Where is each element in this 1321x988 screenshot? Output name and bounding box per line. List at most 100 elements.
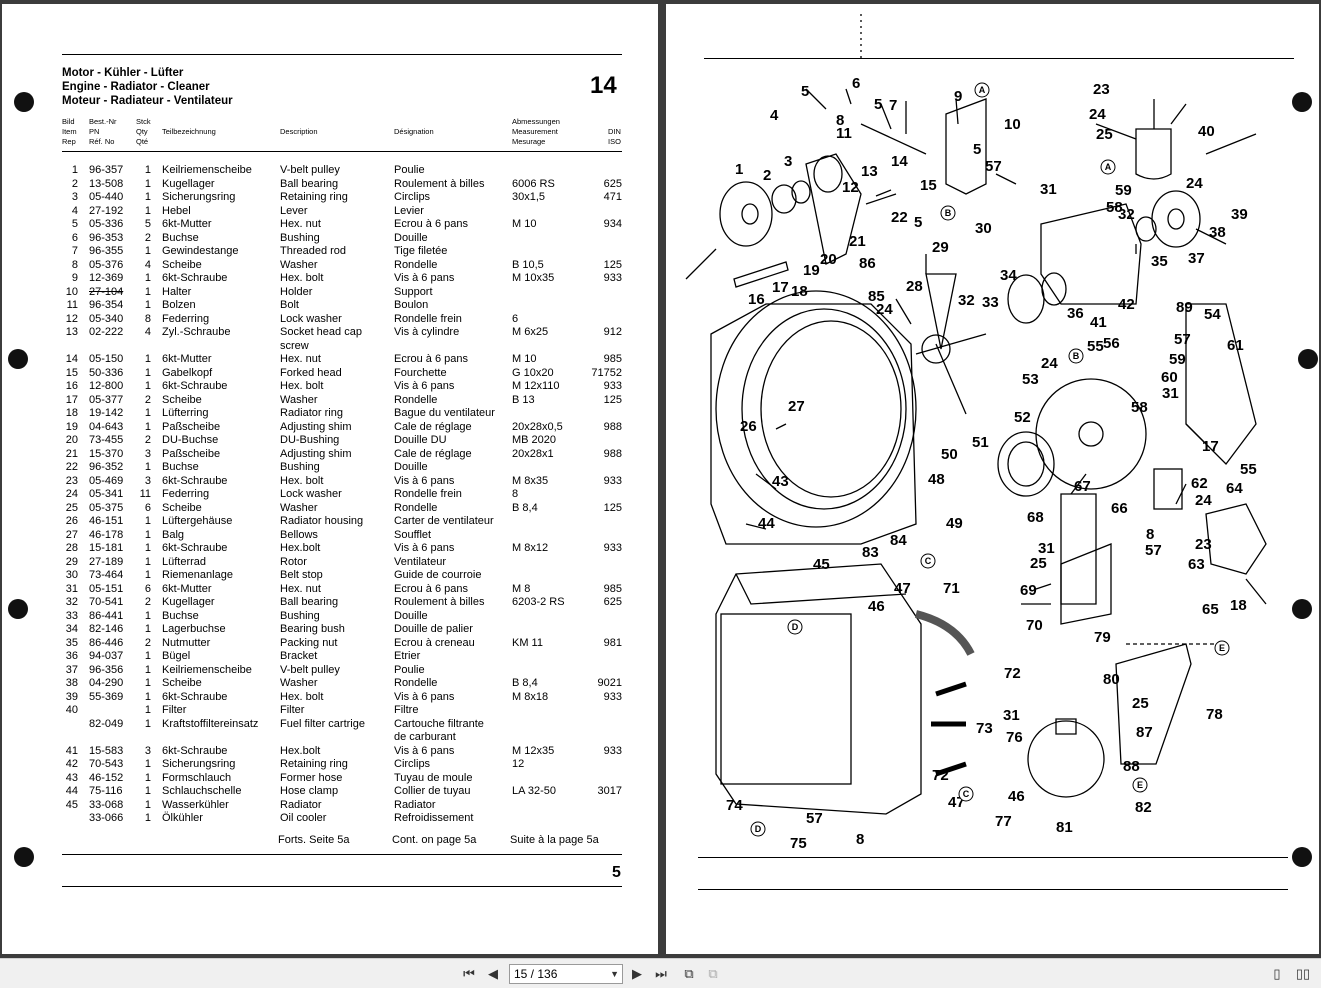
svg-text:E: E (1219, 643, 1225, 653)
cell-din: 625 (603, 596, 622, 608)
cell-en: Radiator housing (280, 515, 364, 527)
cell-fr: Support (394, 285, 433, 298)
svg-text:5: 5 (874, 96, 882, 113)
first-page-icon[interactable]: ⏮ (463, 966, 475, 981)
svg-text:28: 28 (906, 278, 923, 295)
cell-dim: M 6x25 (512, 326, 549, 338)
cell-de: Keilriemenscheibe (162, 663, 252, 676)
svg-text:77: 77 (995, 813, 1012, 830)
go-forward-icon[interactable]: ⧉ (708, 966, 718, 981)
cell-bild: 15 (65, 366, 78, 379)
cell-pn: 46-152 (89, 771, 124, 784)
svg-text:19: 19 (803, 262, 820, 279)
next-page-icon[interactable]: ▶ (632, 966, 642, 981)
svg-text:63: 63 (1188, 556, 1205, 573)
svg-text:67: 67 (1074, 478, 1091, 495)
cell-bild: 43 (65, 771, 78, 784)
punch-hole (1292, 847, 1312, 867)
cell-dim: M 12x35 (512, 744, 555, 757)
chevron-down-icon[interactable]: ▼ (610, 969, 619, 979)
v-belt-pulley-2 (1151, 190, 1201, 248)
svg-text:71: 71 (943, 580, 960, 597)
cell-en: Bolt (280, 299, 299, 311)
single-page-view-icon[interactable]: ▯ (1273, 966, 1281, 981)
radiator-core (720, 613, 852, 785)
cell-en: V-belt pulley (280, 663, 340, 676)
cell-fr: Vis à 6 pans (394, 380, 455, 392)
svg-text:23: 23 (1195, 536, 1212, 553)
cell-bild: 9 (71, 272, 78, 284)
cell-de: Keilriemenscheibe (162, 164, 252, 176)
svg-text:41: 41 (1090, 314, 1107, 331)
document-viewer[interactable]: Motor - Kühler - Lüfter Engine - Radiato… (0, 0, 1321, 958)
cell-pn: 82-049 (89, 717, 124, 730)
cell-dim: B 13 (512, 393, 535, 406)
title-de: Motor - Kühler - Lüfter (62, 67, 184, 79)
svg-text:72: 72 (932, 767, 949, 784)
svg-text:69: 69 (1020, 582, 1037, 599)
cell-din: 125 (603, 501, 622, 514)
cell-din: 625 (603, 177, 622, 190)
cell-de: Sicherungsring (162, 191, 236, 203)
cell-en: Rotor (280, 555, 307, 568)
cell-de: Scheibe (162, 677, 202, 689)
cell-de: Scheibe (162, 393, 202, 406)
svg-text:61: 61 (1227, 337, 1244, 354)
radiator (715, 563, 922, 815)
cell-fr: Vis à cylindre (394, 326, 460, 338)
cell-pn: 05-375 (89, 501, 124, 514)
cell-bild: 22 (65, 461, 78, 473)
cell-fr: Ecrou à creneau (394, 636, 475, 649)
cell-en: Bracket (280, 650, 318, 662)
cell-de: Gabelkopf (162, 366, 213, 379)
cell-pn: 04-290 (89, 677, 124, 689)
cell-qty: 11 (139, 488, 151, 500)
cell-fr: Douille (394, 609, 428, 622)
svg-text:37: 37 (1188, 250, 1205, 267)
svg-text:1: 1 (735, 161, 743, 178)
header-fr: Désignation (394, 127, 434, 136)
previous-page-icon[interactable]: ◀ (488, 966, 498, 981)
cell-qty: 4 (144, 326, 151, 338)
cell-dim: M 12x110 (512, 380, 560, 392)
cell-fr: Ecrou à 6 pans (394, 353, 468, 365)
cell-pn: 86-441 (89, 609, 124, 622)
cell-din: 981 (603, 636, 622, 649)
cell-pn: 27-189 (89, 555, 124, 568)
cell-pn: 05-440 (89, 191, 124, 203)
cell-qty: 1 (144, 542, 151, 554)
svg-text:65: 65 (1202, 601, 1219, 618)
bottom-rule (62, 886, 622, 887)
svg-text:A: A (979, 85, 986, 95)
cell-en: Bearing bush (280, 623, 345, 635)
svg-text:58: 58 (1106, 199, 1123, 216)
continued-fr: Suite à la page 5a (510, 834, 599, 846)
cell-en: Former hose (280, 771, 343, 784)
cell-de: Halter (162, 285, 192, 298)
cell-qty: 6 (144, 501, 151, 514)
cell-qty: 2 (144, 393, 151, 406)
cell-en: Bushing (280, 461, 320, 473)
two-page-view-icon[interactable]: ▯▯ (1295, 966, 1311, 981)
page-number-input[interactable]: 15 / 136 ▼ (509, 964, 623, 984)
last-page-icon[interactable]: ⏭ (655, 966, 667, 981)
svg-text:D: D (755, 824, 762, 834)
svg-text:24: 24 (876, 301, 893, 318)
cell-de: 6kt-Schraube (162, 380, 228, 392)
cell-qty: 1 (144, 690, 151, 703)
cell-en: Retaining ring (280, 191, 348, 203)
svg-text:31: 31 (1162, 385, 1179, 402)
page-number: 5 (612, 864, 621, 881)
svg-text:6: 6 (852, 75, 860, 92)
cell-fr: Circlips (394, 758, 431, 770)
go-back-icon[interactable]: ⧉ (684, 966, 694, 981)
